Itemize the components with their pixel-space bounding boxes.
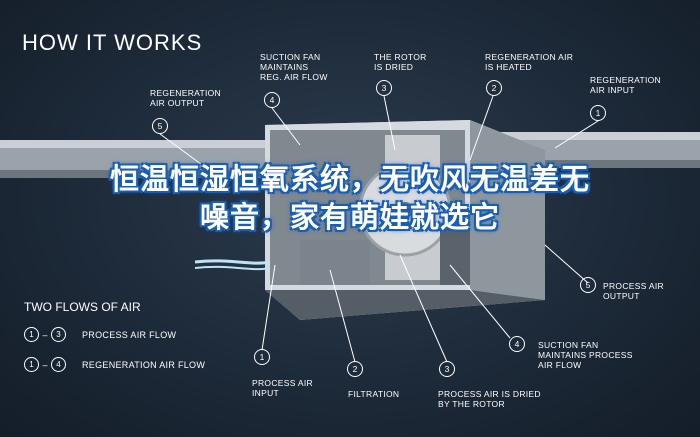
callout-label-regeneration-air-output: REGENERATION AIR OUTPUT [150, 88, 221, 108]
callout-label-filtration: FILTRATION [348, 389, 400, 399]
callout-label-process-air-dried: PROCESS AIR IS DRIED BY THE ROTOR [438, 389, 541, 409]
callout-label-regeneration-input: REGENERATION AIR INPUT [590, 75, 661, 95]
callout-number-badge: 3 [376, 80, 392, 96]
callout-number-badge: 5 [580, 277, 596, 293]
callout-number-badge: 2 [347, 361, 363, 377]
callout-number-badge: 4 [509, 336, 525, 352]
legend-to-badge: 4 [51, 357, 66, 372]
callout-number-badge: 1 [254, 349, 270, 365]
callout-number-badge: 1 [590, 105, 606, 121]
legend-row-regeneration: 1 – 4 REGENERATION AIR FLOW [24, 357, 205, 372]
legend-title: TWO FLOWS OF AIR [24, 300, 141, 314]
page-title: HOW IT WORKS [22, 30, 203, 55]
legend-row-process: 1 – 3 PROCESS AIR FLOW [24, 327, 176, 342]
callout-label-suction-fan-process: SUCTION FAN MAINTAINS PROCESS AIR FLOW [538, 340, 633, 370]
callout-label-process-air-input: PROCESS AIR INPUT [252, 378, 313, 398]
overlay-slogan: 恒温恒湿恒氧系统，无吹风无温差无噪音，家有萌娃就选它 [110, 162, 591, 234]
callout-number-badge: 2 [486, 80, 502, 96]
callout-number-badge: 3 [439, 361, 455, 377]
legend-from-badge: 1 [24, 327, 39, 342]
callout-label-suction-fan-reg: SUCTION FAN MAINTAINS REG. AIR FLOW [260, 52, 328, 82]
callout-label-rotor-dried: THE ROTOR IS DRIED [374, 52, 427, 72]
legend-label: REGENERATION AIR FLOW [82, 359, 206, 370]
callout-number-badge: 4 [264, 92, 280, 108]
callout-label-regeneration-heated: REGENERATION AIR IS HEATED [485, 52, 574, 72]
legend-from-badge: 1 [24, 357, 39, 372]
callout-number-badge: 5 [152, 118, 168, 134]
callout-label-process-air-output: PROCESS AIR OUTPUT [603, 281, 664, 301]
legend-to-badge: 3 [51, 327, 66, 342]
legend-label: PROCESS AIR FLOW [82, 329, 177, 340]
